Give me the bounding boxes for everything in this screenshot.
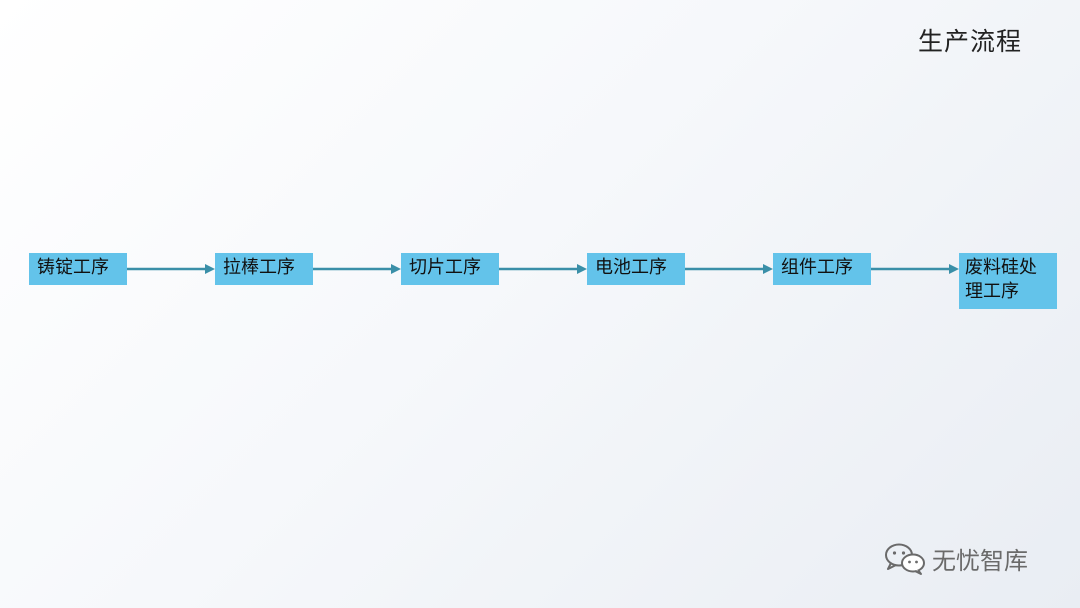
flow-step-cell: 电池工序 — [587, 253, 685, 285]
wechat-icon — [885, 543, 925, 575]
flow-step-module: 组件工序 — [773, 253, 871, 285]
slide-title: 生产流程 — [918, 27, 1023, 56]
flow-step-wafer-slicing: 切片工序 — [401, 253, 499, 285]
flow-step-waste-silicon: 废料硅处理工序 — [959, 253, 1057, 309]
watermark: 无忧智库 — [884, 541, 1028, 576]
flow-step-ingot-casting: 铸锭工序 — [29, 253, 127, 285]
flow-step-rod-pulling: 拉棒工序 — [215, 253, 313, 285]
watermark-text: 无忧智库 — [932, 547, 1028, 575]
